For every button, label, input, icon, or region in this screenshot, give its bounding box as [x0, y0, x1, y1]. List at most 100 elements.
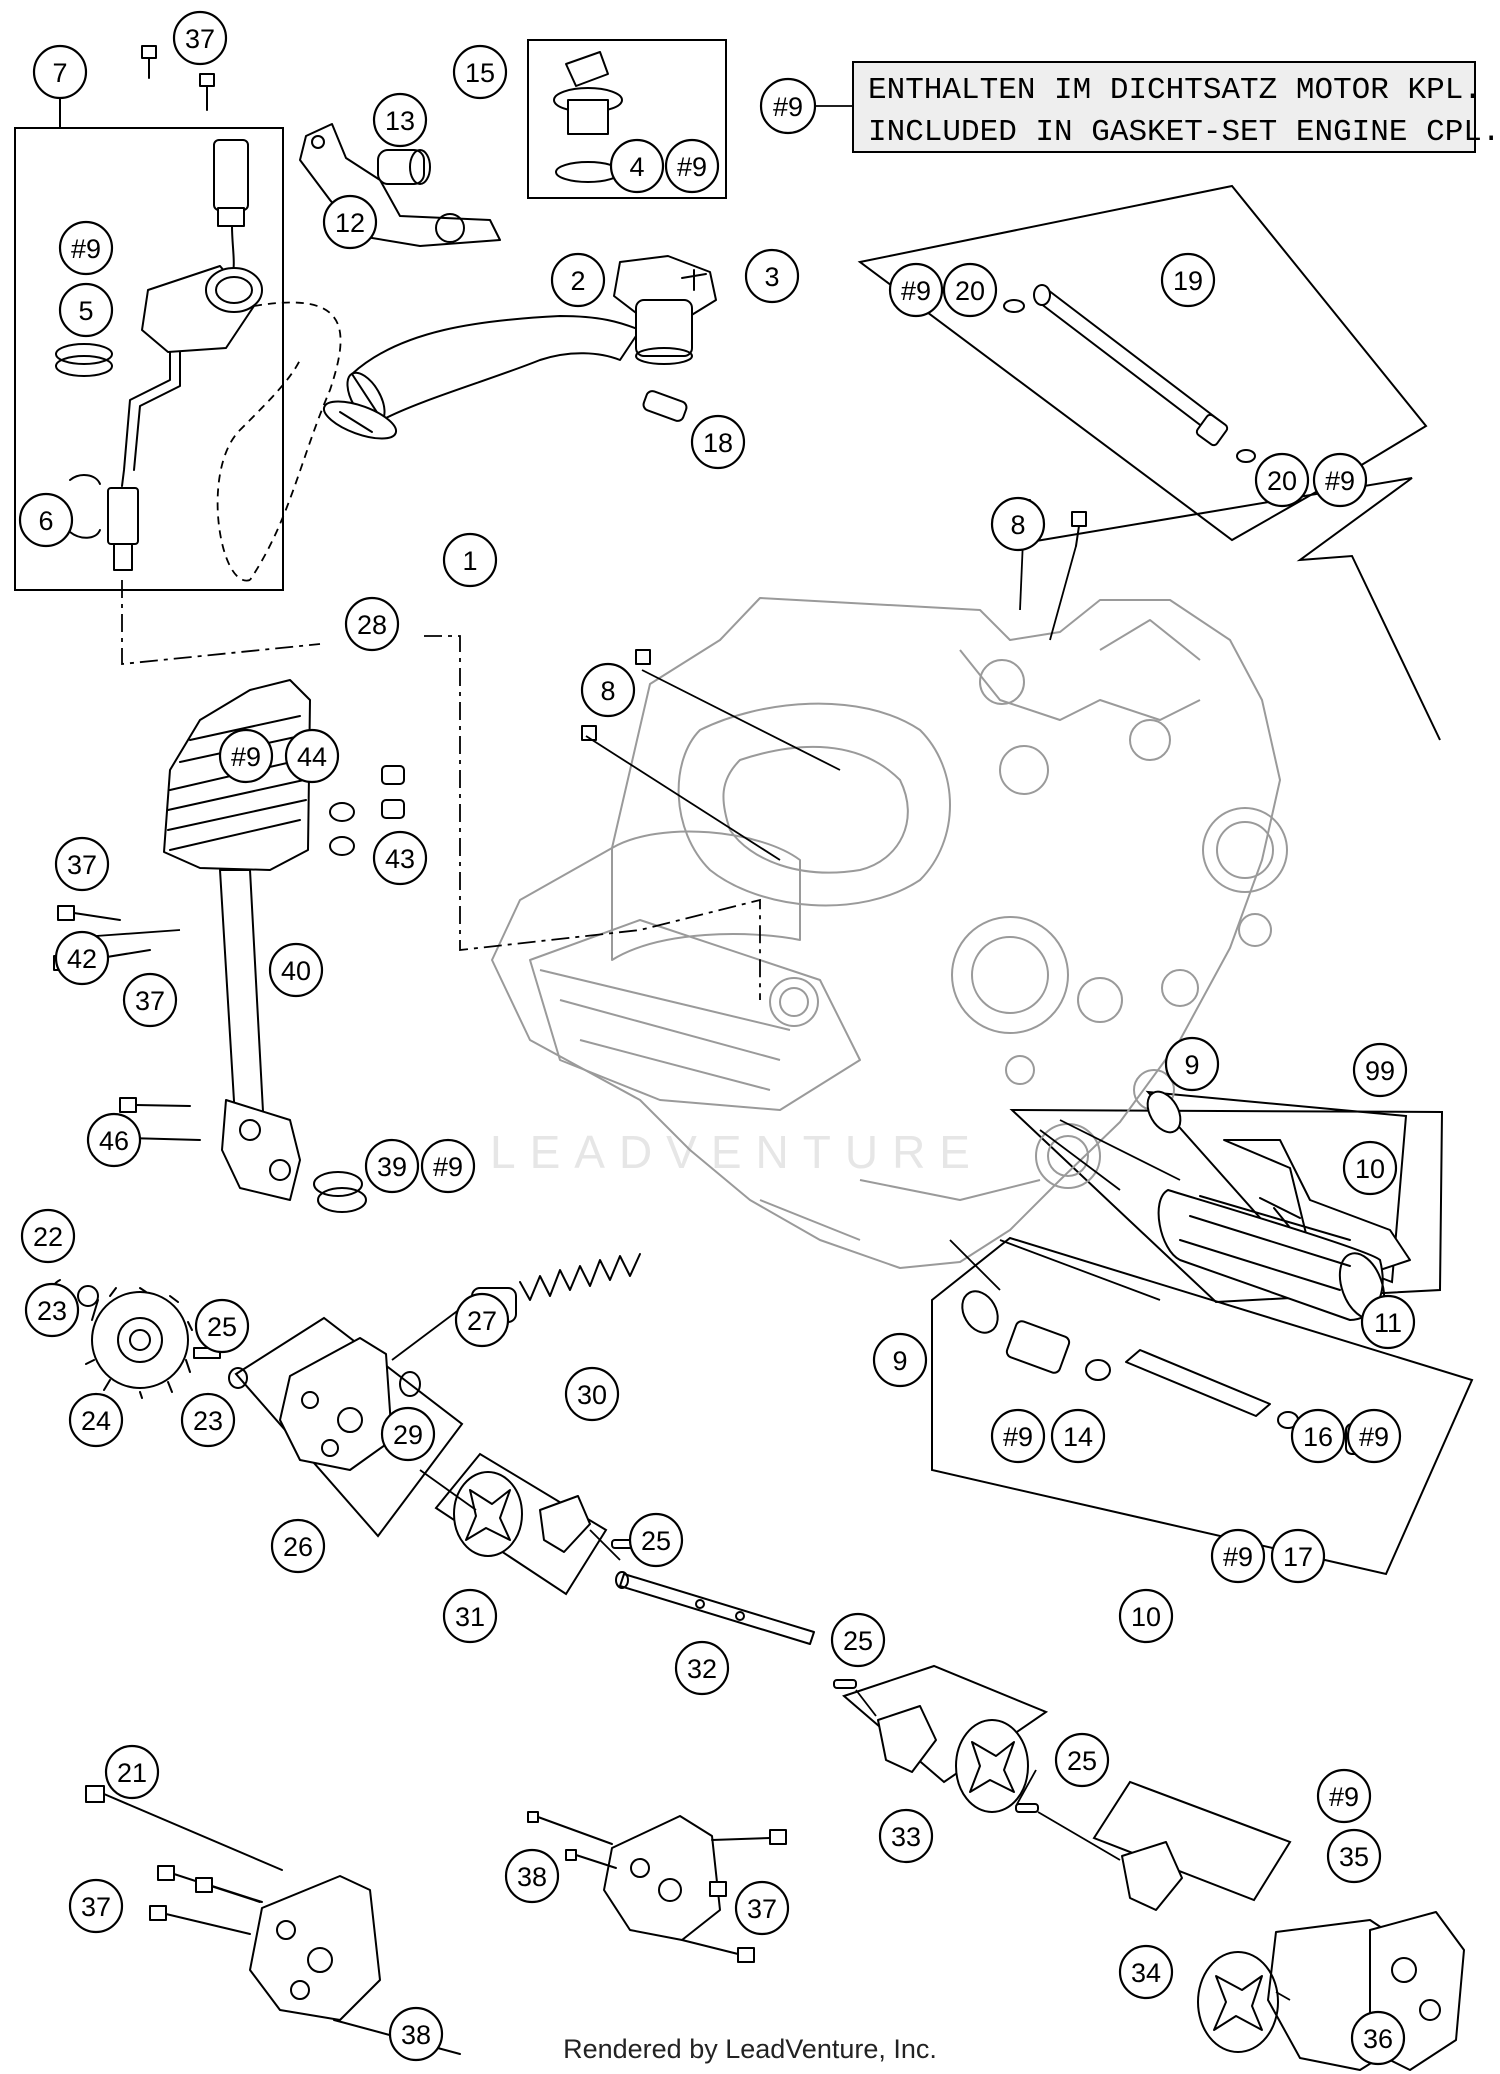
callout-circle: [442, 1588, 498, 1644]
callout-number: 8: [1010, 510, 1025, 540]
oil-nozzle-2: [613, 255, 717, 422]
oil-filter-parts: [949, 1090, 1411, 1455]
callout-42: 42: [54, 930, 110, 986]
note-ref-number: #9: [773, 92, 803, 122]
callout-circle: [1360, 1294, 1416, 1350]
callout-21: 21: [104, 1744, 160, 1800]
callout-number: 11: [1374, 1308, 1402, 1338]
callout-number: 25: [843, 1626, 873, 1656]
callout-number: 23: [193, 1406, 223, 1436]
callout-number: #9: [1329, 1782, 1359, 1812]
callout-circle: [1210, 1528, 1266, 1584]
callout-37: 37: [734, 1880, 790, 1936]
callout-27: 27: [454, 1292, 510, 1348]
callout-6: 6: [18, 492, 74, 548]
frame-pump-rotor-c: [1092, 1780, 1292, 1902]
callout-14: 14: [1050, 1408, 1106, 1464]
callout-ref-9: #9: [1312, 452, 1368, 508]
callout-ref-9: #9: [664, 138, 720, 194]
callout-3: 3: [744, 248, 800, 304]
callout-5: 5: [58, 282, 114, 338]
callout-circle: [1160, 252, 1216, 308]
callout-number: #9: [71, 234, 101, 264]
callout-circle: [268, 942, 324, 998]
callout-circle: [872, 1332, 928, 1388]
oil-filler-plug-15: [553, 51, 623, 183]
callout-44: 44: [284, 728, 340, 784]
callout-ref-9: #9: [1210, 1528, 1266, 1584]
callout-circle: [504, 1848, 560, 1904]
callout-25: 25: [628, 1512, 684, 1568]
callout-38: 38: [388, 2006, 444, 2062]
callout-number: 6: [38, 506, 53, 536]
callout-19: 19: [1160, 252, 1216, 308]
frame-oil-filter-group: [1009, 1108, 1444, 1304]
callout-circle: [674, 1640, 730, 1696]
callout-16: 16: [1290, 1408, 1346, 1464]
callout-ref-9: #9: [58, 220, 114, 276]
group-frames: [14, 39, 1474, 1902]
frame-oil-filler-group: [527, 39, 727, 199]
callout-circle: [322, 194, 378, 250]
callout-circle: [609, 138, 665, 194]
callout-number: 3: [764, 262, 779, 292]
callout-23: 23: [24, 1282, 80, 1338]
callout-number: 30: [577, 1380, 607, 1410]
pump-cover-26: [279, 1253, 641, 1471]
callout-circle: [990, 496, 1046, 552]
callout-23: 23: [180, 1392, 236, 1448]
callout-number: 36: [1363, 2024, 1393, 2054]
callout-2: 2: [550, 252, 606, 308]
callout-circle: [1290, 1408, 1346, 1464]
callout-number: #9: [901, 276, 931, 306]
callout-number: 34: [1131, 1958, 1161, 1988]
lower-pump-housing: [85, 1785, 787, 2055]
callout-number: #9: [677, 152, 707, 182]
callout-number: 14: [1063, 1422, 1093, 1452]
callout-40: 40: [268, 942, 324, 998]
callout-circle: [122, 972, 178, 1028]
callout-30: 30: [564, 1366, 620, 1422]
callout-number: 33: [891, 1822, 921, 1852]
callout-circle: [1326, 1828, 1382, 1884]
callout-circle: [372, 92, 428, 148]
callout-number: #9: [433, 1152, 463, 1182]
callout-circle: [1118, 1588, 1174, 1644]
frame-oil-suction-group: [14, 127, 284, 591]
callout-12: 12: [322, 194, 378, 250]
callout-number: 42: [67, 944, 97, 974]
gasket-set-note: ENTHALTEN IM DICHTSATZ MOTOR KPL. INCLUD…: [815, 61, 1500, 153]
footer-credit: Rendered by LeadVenture, Inc.: [563, 2034, 937, 2064]
callout-34: 34: [1118, 1944, 1174, 2000]
callout-number: 37: [81, 1892, 111, 1922]
callout-circle: [218, 728, 274, 784]
callout-circle: [24, 1282, 80, 1338]
callout-number: 25: [641, 1526, 671, 1556]
callout-ref-9: #9: [1316, 1768, 1372, 1824]
callout-33: 33: [878, 1808, 934, 1864]
callout-number: 38: [401, 2020, 431, 2050]
callout-number: 25: [207, 1312, 237, 1342]
callout-number: 15: [465, 58, 495, 88]
callout-circle: [388, 2006, 444, 2062]
callout-circle: [58, 282, 114, 338]
callout-circle: [380, 1406, 436, 1462]
callout-number: 24: [81, 1406, 111, 1436]
callout-13: 13: [372, 92, 428, 148]
callout-11: 11: [1360, 1294, 1416, 1350]
callout-number: #9: [1223, 1542, 1253, 1572]
callout-number: 20: [955, 276, 985, 306]
callout-number: 29: [393, 1420, 423, 1450]
note-line-2: INCLUDED IN GASKET-SET ENGINE CPL.: [868, 115, 1500, 150]
callout-number: 1: [462, 546, 477, 576]
callout-9: 9: [1164, 1036, 1220, 1092]
callout-circle: [18, 492, 74, 548]
callout-circle: [270, 1518, 326, 1574]
callout-38: 38: [504, 1848, 560, 1904]
callout-number: 31: [455, 1602, 485, 1632]
callout-circle: [1350, 2010, 1406, 2066]
callout-circle: [284, 728, 340, 784]
callout-circle: [1342, 1140, 1398, 1196]
callout-22: 22: [20, 1208, 76, 1264]
callout-number: 21: [117, 1758, 147, 1788]
